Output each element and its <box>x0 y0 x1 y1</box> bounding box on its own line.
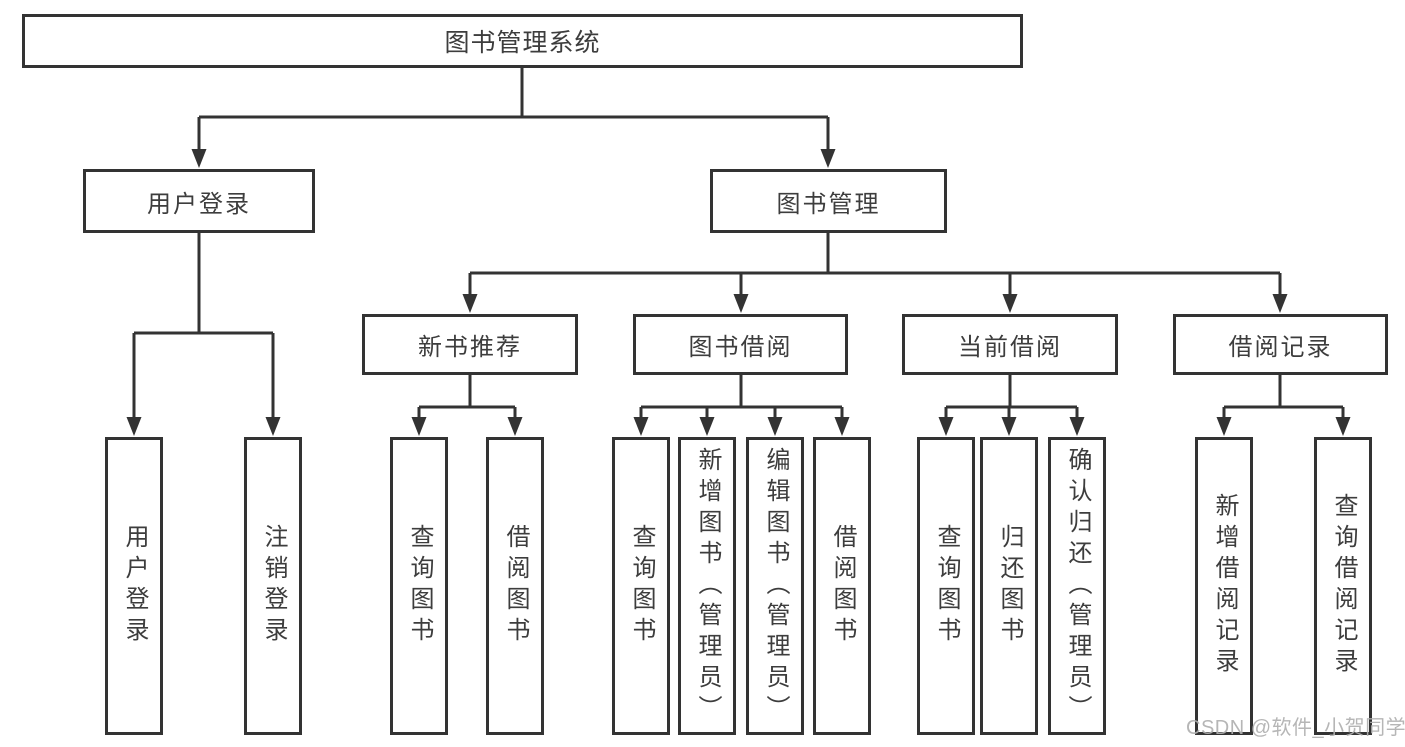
node-new-book-recommend: 新书推荐 <box>362 314 578 375</box>
leaf-label: 新增图书（管理员） <box>694 446 721 726</box>
leaf-label: 新增借阅记录 <box>1211 493 1238 679</box>
connector-borrowing-records-children <box>1216 375 1351 436</box>
node-library-management-system: 图书管理系统 <box>22 14 1023 68</box>
connector-new-book-recommend-children <box>411 375 523 436</box>
leaf-label: 注销登录 <box>260 524 287 648</box>
node-book-borrowing: 图书借阅 <box>633 314 848 375</box>
leaf-label: 查询图书 <box>628 524 655 648</box>
connector-book-borrowing-children <box>633 375 850 436</box>
connector-book-management-children <box>462 233 1288 313</box>
leaf-recommend-query-books: 查询图书 <box>390 437 448 735</box>
node-book-management: 图书管理 <box>710 169 947 233</box>
leaf-edit-books-admin: 编辑图书（管理员） <box>746 437 804 735</box>
leaf-add-books-admin: 新增图书（管理员） <box>678 437 736 735</box>
connector-current-borrowing-children <box>938 375 1085 436</box>
leaf-query-borrow-record: 查询借阅记录 <box>1314 437 1372 735</box>
leaf-recommend-borrow-books: 借阅图书 <box>486 437 544 735</box>
leaf-borrowing-borrow-books: 借阅图书 <box>813 437 871 735</box>
leaf-borrowing-query-books: 查询图书 <box>612 437 670 735</box>
leaf-logout: 注销登录 <box>244 437 302 735</box>
leaf-label: 归还图书 <box>996 524 1023 648</box>
leaf-label: 确认归还（管理员） <box>1064 446 1091 726</box>
leaf-confirm-return-admin: 确认归还（管理员） <box>1048 437 1106 735</box>
leaf-label: 编辑图书（管理员） <box>762 446 789 726</box>
leaf-label: 查询图书 <box>406 524 433 648</box>
leaf-label: 借阅图书 <box>502 524 529 648</box>
node-borrowing-records: 借阅记录 <box>1173 314 1388 375</box>
leaf-return-books: 归还图书 <box>980 437 1038 735</box>
leaf-label: 查询图书 <box>933 524 960 648</box>
node-user-login: 用户登录 <box>83 169 315 233</box>
leaf-label: 查询借阅记录 <box>1330 493 1357 679</box>
leaf-user-login: 用户登录 <box>105 437 163 735</box>
leaf-label: 借阅图书 <box>829 524 856 648</box>
node-current-borrowing: 当前借阅 <box>902 314 1118 375</box>
connector-root-to-level1 <box>191 68 836 168</box>
connector-user-login-children <box>126 233 281 436</box>
leaf-current-query-books: 查询图书 <box>917 437 975 735</box>
leaf-label: 用户登录 <box>121 524 148 648</box>
leaf-add-borrow-record: 新增借阅记录 <box>1195 437 1253 735</box>
